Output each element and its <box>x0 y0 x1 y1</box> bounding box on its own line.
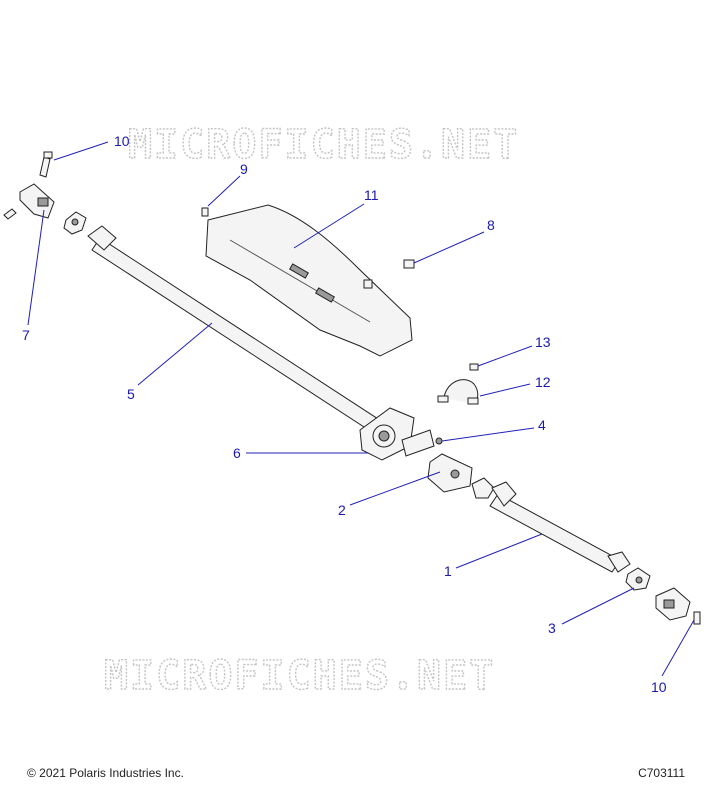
prop-shaft-part-1 <box>489 481 631 573</box>
watermark-top: MICROFICHES.NET <box>128 122 519 168</box>
callout-11: 11 <box>364 187 379 203</box>
slip-yoke-part-2 <box>427 453 495 499</box>
callout-2: 2 <box>338 502 346 518</box>
callout-9: 9 <box>240 161 248 177</box>
u-joint-cross-top <box>63 211 87 235</box>
bolt-part-10-top <box>39 151 53 178</box>
u-joint-cross-part-3 <box>625 567 651 591</box>
bolt-shield-lower <box>363 279 373 289</box>
leader-11 <box>293 203 365 249</box>
callout-5: 5 <box>127 386 135 402</box>
grease-fitting-part-4 <box>435 437 443 445</box>
callout-3: 3 <box>548 620 556 636</box>
watermark-bottom: MICROFICHES.NET <box>104 653 495 699</box>
leader-3 <box>561 587 635 625</box>
bolt-part-13 <box>469 363 479 371</box>
leader-5 <box>137 322 213 386</box>
leader-13 <box>477 345 533 367</box>
bolt-part-8 <box>403 259 415 269</box>
callout-7: 7 <box>22 327 30 343</box>
leader-2 <box>349 471 441 506</box>
callout-4: 4 <box>538 417 546 433</box>
callout-10-bottom: 10 <box>651 679 667 695</box>
bolt-part-9 <box>201 207 209 217</box>
carrier-bearing-part-6 <box>359 407 435 461</box>
callout-1: 1 <box>444 563 452 579</box>
callout-10-top: 10 <box>114 133 130 149</box>
leader-9 <box>207 175 241 207</box>
leader-10-bottom <box>661 619 695 677</box>
driveshaft-shield-part-11 <box>205 204 413 357</box>
bolt-part-10-bottom <box>693 611 701 625</box>
callout-12: 12 <box>535 374 551 390</box>
callout-8: 8 <box>487 217 495 233</box>
leader-10-top <box>53 141 109 161</box>
leader-8 <box>413 231 485 264</box>
leader-7 <box>27 209 45 326</box>
leader-1 <box>455 533 543 569</box>
yoke-bottom <box>655 587 691 621</box>
leader-12 <box>479 383 531 397</box>
callout-6: 6 <box>233 445 241 461</box>
yoke-part-7 <box>3 183 55 220</box>
leader-4 <box>441 427 535 442</box>
clamp-part-12 <box>437 379 479 405</box>
callout-13: 13 <box>535 334 551 350</box>
copyright-text: © 2021 Polaris Industries Inc. <box>27 766 184 780</box>
drawing-id: C703111 <box>638 766 685 780</box>
